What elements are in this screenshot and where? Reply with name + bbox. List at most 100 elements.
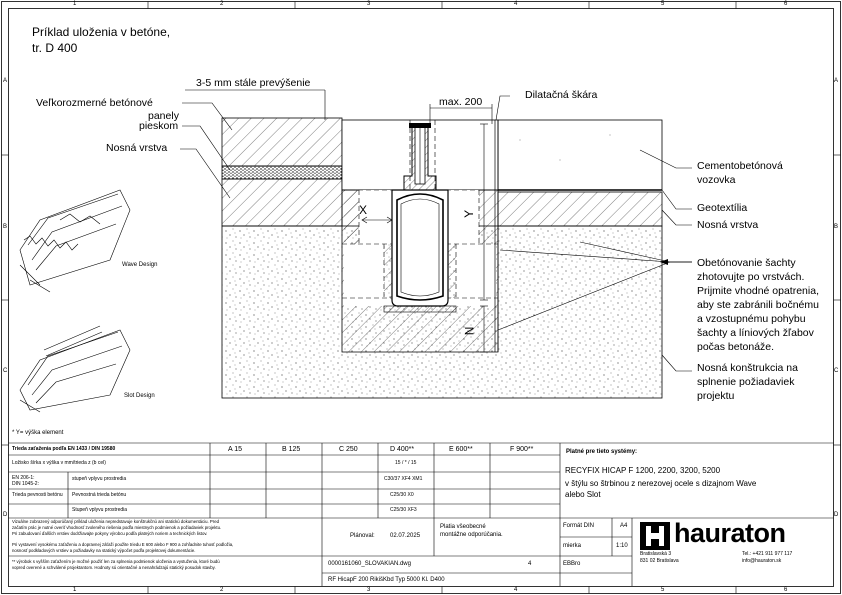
label-panels-line2: panely [148,110,179,122]
file-name: 0000161060_SLOVAKIAN.dwg [328,561,411,567]
footnote: * Y= výška element [12,430,64,436]
grid-row-b-right: B [834,224,839,230]
grid-col-4-bottom: 4 [514,587,518,593]
load-class-c250: C 250 [339,446,358,453]
grid-row-d: D [3,512,8,518]
row2-label-b: DIN 1045-2: [12,481,39,487]
address-line-2: 831 02 Bratislava [640,558,679,564]
label-construction-1: Nosná konštrukcia na [697,362,798,374]
label-base-right: Nosná vrstva [697,219,759,231]
row4-sub: Stupeň vplyvu prostredia [72,507,128,513]
drawing-title-line1: Príklad uloženia v betóne, [32,25,171,39]
slot-design-caption: Slot Design [124,393,155,399]
load-class-e600: E 600** [449,446,473,453]
label-sand: pieskom [139,120,179,132]
note-line-1: Vizuálne zobrazený odporúčaný príklad ul… [12,519,220,524]
sheet-number: 4 [528,561,532,567]
grid-col-1-bottom: 1 [73,587,77,593]
label-surface-diff: 3-5 mm stále prevýšenie [196,77,311,89]
sand-bed [221,165,343,180]
load-class-d400: D 400** [390,446,415,453]
load-class-header-label: Trieda zaťaženia podľa EN 1433 / DIN 195… [12,446,116,452]
format-label: Formát DIN [563,523,595,529]
note-line-5: nosnosť podkladových vrstiev a požiadavk… [12,548,196,553]
label-expansion-joint: Dilatačná škára [525,89,598,101]
hauraton-logo-mark [640,522,670,550]
wave-design-caption: Wave Design [122,262,158,268]
scale-label: mierka [563,543,582,549]
right-base-course [497,191,663,227]
grid-col-6: 6 [784,1,788,7]
row1-value: 15 / * / 15 [395,460,417,466]
note-line-4: Pri vystavení vysokému zaťaženiu a dopra… [12,542,234,547]
contact-phone: Tel.: +421 911 977 117 [742,551,793,557]
left-base-course [221,178,343,227]
grid-col-5-bottom: 5 [661,587,665,593]
grid-col-2-bottom: 2 [220,587,224,593]
row2-sub1: stupeň vplyvu prostredia [72,476,127,482]
row2-value1: C30/37 XF4 XM1 [384,476,423,482]
author-label: Plánoval: [350,533,375,539]
label-encasement-3: Prijmite vhodné opatrenia, [697,285,819,297]
systems-line-2: v štýlu so štrbinou z nerezovej ocele s … [565,479,757,488]
label-panels-line1: Veľkorozmerné betónové [36,97,153,109]
label-encasement-7: počas betonáže. [697,341,775,353]
note-line-6: ** výrobok s vyšším zaťažením je možné p… [12,559,220,564]
label-road-line1: Cementobetónová [697,160,783,172]
label-encasement-6: šachty a líniových žľabov [697,327,814,339]
valid-systems-label: Platné pre tieto systémy: [566,449,638,455]
grid-col-4: 4 [514,1,518,7]
dim-n: N [462,326,477,336]
grid-col-1: 1 [73,1,77,7]
grid-row-c: C [3,368,8,374]
row2-label-a: EN 206-1: [12,475,35,481]
grid-row-b: B [3,224,8,230]
load-class-f900: F 900** [510,446,534,453]
concrete-road-slab [497,119,663,191]
load-class-b125: B 125 [282,446,301,453]
validity-note-1: Platia všeobecné [440,524,486,530]
grid-col-2: 2 [220,1,224,7]
note-line-7: vopred overené a schválené projektantom.… [12,565,216,570]
grid-col-6-bottom: 6 [784,587,788,593]
date-value: 02.07.2025 [390,533,421,539]
note-line-3: Pri zabudovaní ďalších vrstiev dodržiava… [12,531,208,536]
scale-value: 1:10 [616,543,628,549]
address-line-1: Bratislavská 3 [640,551,672,557]
dim-x: X [359,203,368,217]
drawing-title-line2: tr. D 400 [32,41,78,55]
contact-email: info@hauraton.sk [742,558,782,564]
eb-code: EBBro [563,561,581,567]
systems-line-1: RECYFIX HICAP F 1200, 2200, 3200, 5200 [565,466,721,475]
grid-row-a-right: A [834,78,839,84]
brand-name: hauraton [674,518,786,548]
wave-design-illustration [19,189,131,293]
label-base-left: Nosná vrstva [106,142,168,154]
systems-line-3: alebo Slot [565,490,601,499]
label-encasement-5: a vzostupnému pohybu [697,313,806,325]
dim-y: Y [462,209,477,218]
row1-label: Ložisko šírka x výška v mm/trieda z (b c… [12,460,106,466]
label-construction-2: splnenie požiadaviek [697,376,795,388]
grid-col-3-bottom: 3 [367,587,371,593]
validity-note-2: montážne odporúčania. [440,532,503,538]
label-geotextile: Geotextília [697,202,748,214]
grid-col-5: 5 [661,1,665,7]
label-encasement-4: aby ste zabránili bočnému [697,299,819,311]
concrete-panels [221,117,343,167]
note-line-2: začatím prác je nutné overiť vhodnosť zv… [12,525,222,530]
label-construction-3: projektu [697,390,735,402]
label-encasement-2: zhotovujte po vrstvách. [697,271,805,283]
load-class-a15: A 15 [228,446,243,453]
label-max-200: max. 200 [439,96,483,108]
grid-col-3: 3 [367,1,371,7]
row3-value: C25/30 X0 [390,492,414,498]
row4-value: C25/30 XF3 [390,507,417,513]
grid-row-a: A [3,78,8,84]
grid-row-c-right: C [834,368,839,374]
product-code: RF HicapF 200 RikišKbd Typ 5000 Kl. D400 [328,577,445,583]
label-encasement-1: Obetónovanie šachty [697,257,796,269]
slot-design-illustration [19,325,131,413]
row3-label: Trieda pevnosti betónu [12,492,63,498]
